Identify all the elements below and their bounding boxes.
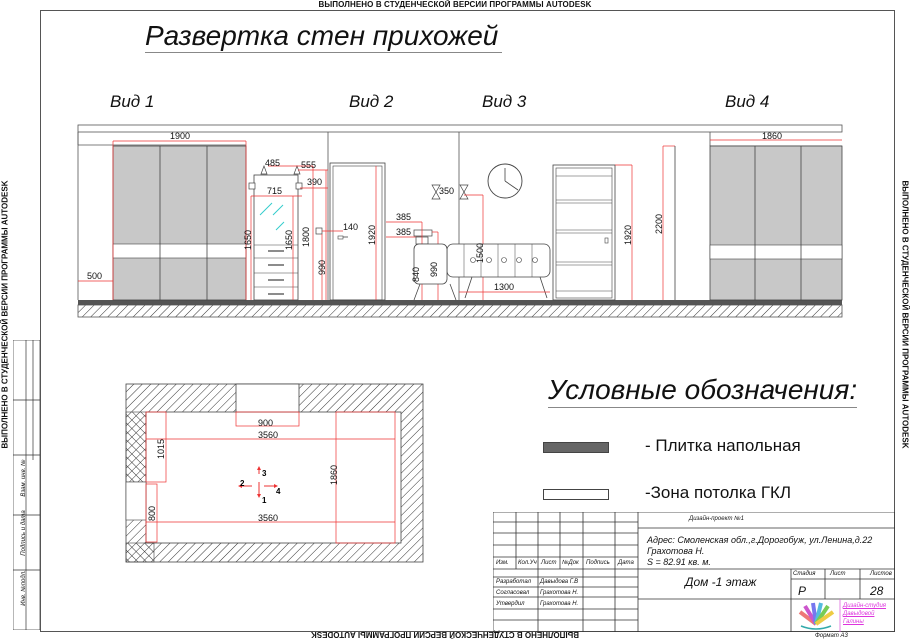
tb-project: Дизайн-проект №1 — [689, 516, 744, 522]
dim-wardrobe1-width: 1900 — [170, 131, 190, 141]
side-stamp-grid — [13, 340, 40, 630]
dim-wardrobe1-side: 500 — [87, 271, 102, 281]
view-label-4: Вид 4 — [725, 92, 770, 111]
dim-switch-offset: 140 — [343, 222, 358, 232]
tb-role-confirmed: Утвердил — [496, 601, 525, 607]
dim-plan-length-bottom: 3560 — [258, 513, 278, 523]
side-stamp-inv-label: Инв. №подл. — [21, 570, 27, 606]
tb-name-confirmed: Грахотова Н. — [540, 601, 579, 607]
dim-plan-door: 900 — [258, 418, 273, 428]
tb-header-doc: №Док — [562, 560, 579, 566]
tb-header-date: Дата — [618, 560, 634, 566]
studio-logo-icon — [798, 602, 835, 630]
dim-mirror-total-height: 1800 — [301, 227, 311, 247]
tb-name-developer: Давыдова Г.В — [540, 579, 579, 585]
view-arrow-2: 2 — [240, 479, 245, 488]
tb-stage-label: Стадия — [793, 571, 816, 577]
dim-mirror-right-height: 1650 — [284, 230, 294, 250]
dim-sofa-width: 1300 — [494, 282, 514, 292]
side-stamp-sign-label: Подпись и дата — [21, 510, 27, 556]
tb-role-approved: Согласовал — [496, 590, 530, 596]
dim-sofa-990: 990 — [429, 262, 439, 277]
tb-header-list: Лист — [541, 560, 557, 566]
view-arrow-1: 1 — [262, 496, 267, 505]
dim-wardrobe2-height: 2200 — [654, 214, 664, 234]
view-arrow-4: 4 — [276, 487, 281, 496]
tb-client: Грахотова Н. — [647, 546, 705, 556]
dim-mirror-left-height: 1650 — [243, 230, 253, 250]
view-arrow-3: 3 — [262, 469, 267, 478]
view-label-2: Вид 2 — [349, 92, 394, 111]
dim-plan-length-top: 3560 — [258, 430, 278, 440]
tb-role-developer: Разработал — [496, 579, 531, 585]
view-label-1: Вид 1 — [110, 92, 155, 111]
dim-sofa-840: 840 — [411, 267, 421, 282]
view-label-3: Вид 3 — [482, 92, 527, 111]
side-stamp-vzam-label: Взам. инв. № — [21, 459, 27, 497]
dim-plan-left-upper: 1015 — [156, 439, 166, 459]
tb-header-kol: Кол.Уч — [518, 560, 537, 566]
dim-socket-height: 390 — [307, 177, 322, 187]
legend-label-floor-tile: - Плитка напольная — [645, 436, 801, 455]
title-block-grid — [493, 512, 895, 632]
dim-socket-upper: 385 — [396, 212, 411, 222]
tb-sheet-name: Дом -1 этаж — [685, 575, 757, 589]
tb-sheets-label: Листов — [870, 571, 892, 577]
tb-sheets: 28 — [870, 584, 884, 598]
dim-plan-left-lower: 800 — [147, 506, 157, 521]
legend-swatch-ceiling — [543, 489, 609, 500]
dim-sconce-height: 1500 — [475, 243, 485, 263]
dim-switch-height: 990 — [317, 260, 327, 275]
sheet-title: Развертка стен прихожей — [145, 20, 503, 53]
legend-label-ceiling: -Зона потолка ГКЛ — [645, 483, 792, 502]
legend-swatch-floor-tile — [543, 442, 609, 453]
tb-address: Адрес: Смоленская обл.,г.Дорогобуж, ул.Л… — [647, 535, 873, 545]
legend-title: Условные обозначения: — [548, 373, 858, 408]
tb-header-izm: Изм. — [496, 560, 509, 566]
tb-stage: Р — [798, 584, 807, 598]
dim-socket-lower: 385 — [396, 227, 411, 237]
dim-door2-height: 1920 — [623, 225, 633, 245]
tb-name-approved: Грахотова Н. — [540, 590, 579, 596]
watermark-top: ВЫПОЛНЕНО В СТУДЕНЧЕСКОЙ ВЕРСИИ ПРОГРАММ… — [318, 0, 592, 9]
dim-sconce-spacing: 350 — [439, 186, 454, 196]
tb-area: S = 82.91 кв. м. — [647, 557, 711, 567]
dim-lamp-left: 485 — [265, 158, 280, 168]
dim-lamp-right: 555 — [301, 160, 316, 170]
tb-studio-line1: Дизайн-студия — [843, 603, 886, 609]
tb-sheet-label: Лист — [830, 571, 846, 577]
dim-door1-height: 1920 — [367, 225, 377, 245]
tb-format: Формат А3 — [815, 633, 848, 639]
dim-wardrobe2-width: 1860 — [762, 131, 782, 141]
dim-mirror-width: 715 — [267, 186, 282, 196]
tb-header-sign: Подпись — [586, 560, 610, 566]
tb-studio-line3: Галины — [843, 619, 864, 625]
tb-studio-line2: Давыдовой — [843, 611, 875, 617]
dim-plan-width: 1860 — [329, 465, 339, 485]
drawing-frame — [40, 10, 895, 632]
